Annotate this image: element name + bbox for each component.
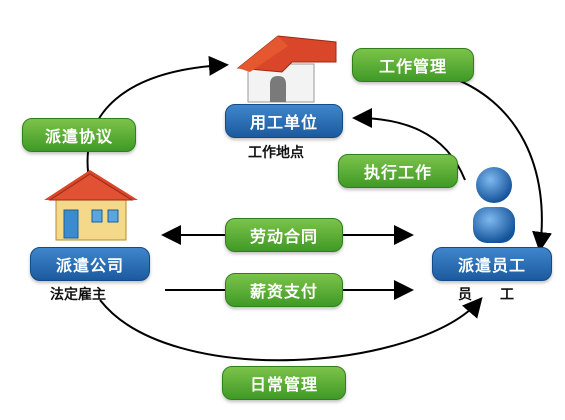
arrow-employer-to-employee	[444, 74, 552, 252]
agency-node: 派遣公司	[30, 247, 150, 281]
house-icon	[236, 35, 337, 103]
relation-dispatch-agreement: 派遣协议	[22, 118, 136, 152]
relation-labor-contract: 劳动合同	[225, 218, 343, 252]
employer-node: 用工单位	[225, 104, 343, 138]
person-icon	[473, 167, 515, 243]
arrow-daily-management	[99, 296, 483, 362]
house-icon	[44, 170, 138, 241]
relation-perform-work: 执行工作	[338, 154, 458, 188]
employee-node: 派遣员工	[432, 247, 552, 281]
relation-work-management: 工作管理	[352, 48, 474, 82]
employer-subtitle: 工作地点	[248, 145, 304, 161]
relation-daily-management: 日常管理	[222, 366, 346, 400]
agency-subtitle: 法定雇主	[50, 287, 106, 303]
relation-salary-payment: 薪资支付	[225, 273, 343, 307]
arrow-agency-to-employer	[86, 55, 229, 186]
employee-subtitle: 员 工	[458, 287, 514, 303]
